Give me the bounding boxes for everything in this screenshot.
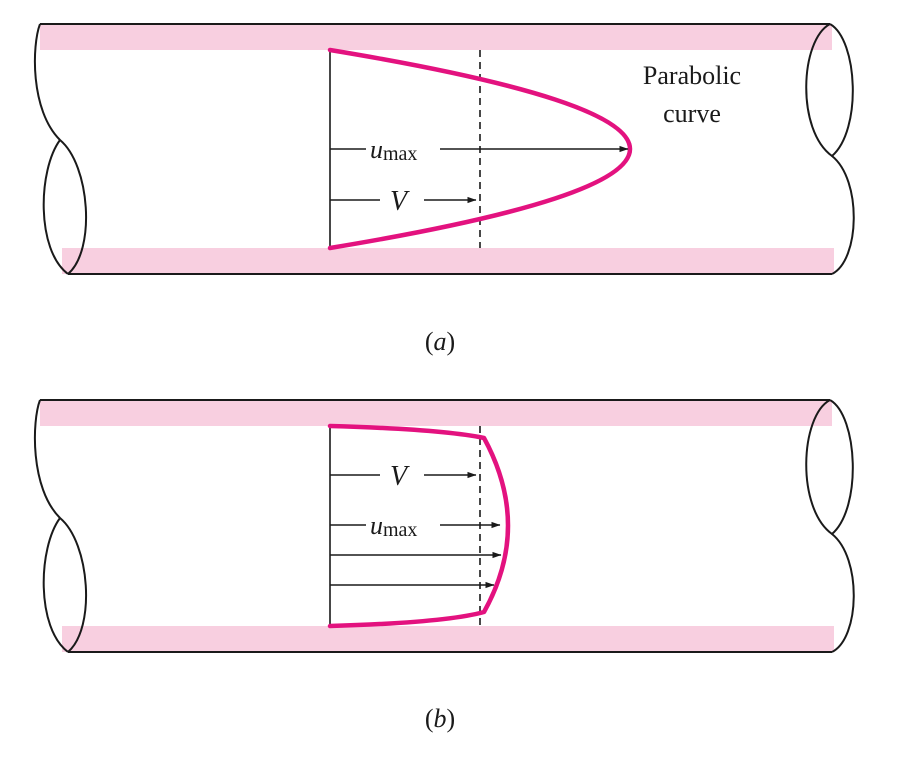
pipe-right-break-a [829, 23, 855, 275]
panel-a-laminar-pipe: umax V Parabolic curve (a) [33, 23, 855, 356]
umax-label-b-u: u [370, 511, 383, 540]
umax-label-b: umax [370, 511, 417, 541]
turbulent-velocity-profile [327, 423, 511, 629]
v-label-b: V [390, 461, 410, 492]
parabolic-velocity-profile [327, 47, 633, 251]
pipe-right-break-b [829, 399, 855, 653]
caption-a: (a) [425, 327, 455, 356]
pipe-left-break-a [33, 23, 88, 275]
v-label-a: V [390, 186, 410, 217]
caption-b: (b) [425, 704, 455, 733]
parabolic-curve-label-line1: Parabolic [643, 61, 741, 90]
umax-label-b-sub: max [383, 519, 417, 541]
pipe-wall-top-b [40, 400, 832, 426]
pipe-left-break-lobe-a [42, 139, 69, 275]
pipe-left-break-b [33, 399, 88, 653]
umax-label-a: umax [370, 135, 417, 165]
umax-label-a-sub: max [383, 143, 417, 165]
pipe-right-break-lobe-a [805, 23, 833, 157]
pipe-wall-bottom-a [62, 248, 834, 274]
pipe-left-break-lobe-b [42, 517, 69, 653]
umax-label-a-u: u [370, 135, 383, 164]
pipe-wall-top-a [40, 24, 832, 50]
parabolic-curve-label-line2: curve [663, 99, 721, 128]
panel-b-turbulent-pipe: V umax (b) [33, 399, 855, 733]
pipe-wall-bottom-b [62, 626, 834, 652]
pipe-right-break-lobe-b [805, 399, 833, 535]
